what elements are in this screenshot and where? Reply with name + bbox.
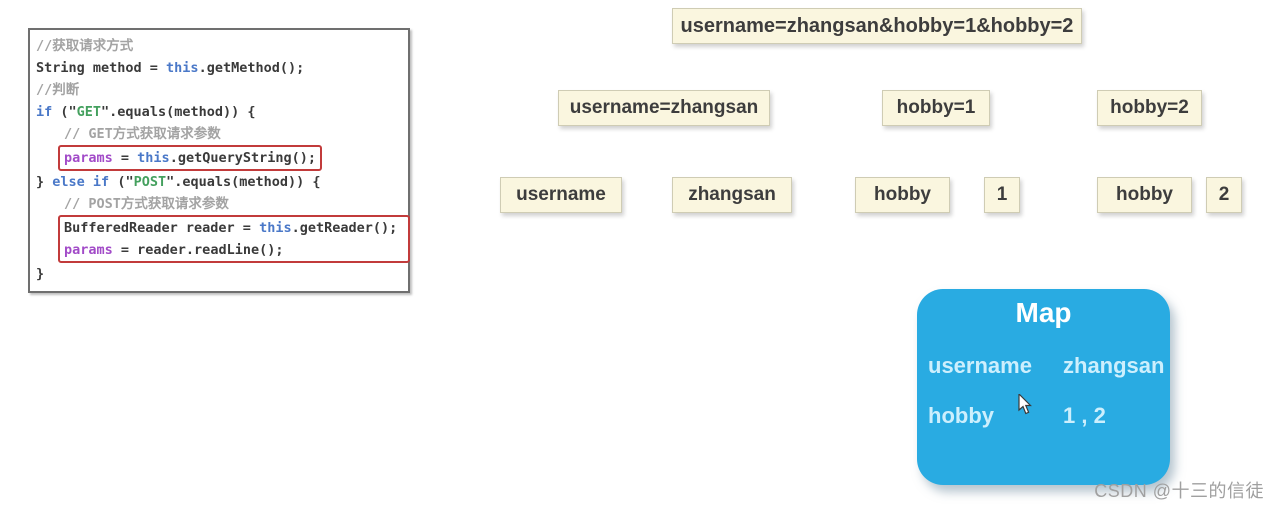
- pair-text: hobby=2: [1110, 97, 1189, 118]
- code-token: POST: [133, 174, 167, 190]
- pair-text: hobby=1: [896, 97, 976, 118]
- code-line-group: //获取请求方式 String method = this.getMethod()…: [36, 35, 402, 145]
- code-token: BufferedReader reader =: [64, 220, 260, 236]
- code-line-group: } else if ("POST".equals(method)) { // PO…: [36, 171, 402, 215]
- code-highlight-box: BufferedReader reader = this.getReader()…: [58, 215, 410, 263]
- map-entry-key: hobby: [928, 403, 994, 428]
- query-string-box: username=zhangsan&hobby=1&hobby=2: [672, 8, 1082, 44]
- code-token: this: [166, 60, 199, 76]
- code-token: ".equals(method)) {: [101, 104, 256, 120]
- code-line: if ("GET".equals(method)) {: [36, 101, 402, 123]
- code-token: = reader.readLine();: [112, 242, 284, 258]
- map-title: Map: [1015, 297, 1072, 328]
- code-token: if: [92, 174, 110, 190]
- code-token: this: [259, 220, 292, 236]
- map-entry-row: hobby 1 , 2: [928, 401, 1159, 431]
- code-token: if: [36, 104, 53, 120]
- code-line: } else if ("POST".equals(method)) {: [36, 171, 402, 193]
- code-token: params: [64, 150, 113, 166]
- code-token: [85, 174, 93, 190]
- pair-text: username=zhangsan: [569, 97, 759, 118]
- code-token: }: [36, 174, 53, 190]
- code-token: // POST方式获取请求参数: [64, 196, 229, 212]
- map-entry-row: username zhangsan: [928, 351, 1164, 381]
- code-line: //获取请求方式: [36, 35, 402, 57]
- code-token: .getReader();: [291, 220, 398, 236]
- pair-box-hobby1: hobby=1: [882, 90, 990, 126]
- code-line: BufferedReader reader = this.getReader()…: [64, 217, 404, 239]
- token-box-zhangsan: zhangsan: [672, 177, 792, 213]
- code-token: this: [137, 150, 170, 166]
- map-entry-value: zhangsan: [1063, 353, 1165, 378]
- code-token: (": [109, 174, 134, 190]
- code-token: //判断: [36, 82, 80, 98]
- token-box-hobby-b: hobby: [1097, 177, 1192, 213]
- token-text: username: [516, 184, 606, 205]
- token-text: zhangsan: [688, 184, 776, 205]
- map-card: Map username zhangsan hobby 1 , 2: [917, 289, 1170, 485]
- code-token: .getQueryString();: [169, 150, 316, 166]
- query-string-text: username=zhangsan&hobby=1&hobby=2: [680, 14, 1074, 37]
- code-token: (": [52, 104, 77, 120]
- token-text: hobby: [1116, 184, 1173, 205]
- code-token: params: [64, 242, 113, 258]
- code-token: GET: [76, 104, 102, 120]
- token-box-value-1: 1: [984, 177, 1020, 213]
- code-line: params = this.getQueryString();: [64, 147, 316, 169]
- code-token: // GET方式获取请求参数: [64, 126, 221, 142]
- pair-box-username: username=zhangsan: [558, 90, 770, 126]
- token-box-username: username: [500, 177, 622, 213]
- pair-box-hobby2: hobby=2: [1097, 90, 1202, 126]
- code-line-group: }: [36, 263, 402, 285]
- code-line: // GET方式获取请求参数: [36, 123, 402, 145]
- code-line: }: [36, 263, 402, 285]
- code-token: //获取请求方式: [36, 38, 134, 54]
- map-entry-key: username: [928, 353, 1032, 378]
- code-token: String method =: [36, 60, 167, 76]
- code-token: =: [112, 150, 138, 166]
- code-line: //判断: [36, 79, 402, 101]
- map-entry-value: 1 , 2: [1063, 403, 1106, 428]
- code-line: // POST方式获取请求参数: [36, 193, 402, 215]
- code-token: else: [52, 174, 85, 190]
- code-line: String method = this.getMethod();: [36, 57, 402, 79]
- token-text: hobby: [874, 184, 931, 205]
- token-box-hobby-a: hobby: [855, 177, 950, 213]
- token-text: 2: [1218, 184, 1230, 205]
- code-token: ".equals(method)) {: [166, 174, 321, 190]
- arrow-cursor-icon: [1018, 394, 1032, 415]
- token-box-value-2: 2: [1206, 177, 1242, 213]
- code-highlight-box: params = this.getQueryString();: [58, 145, 322, 171]
- code-token: }: [36, 266, 45, 282]
- code-line: params = reader.readLine();: [64, 239, 404, 261]
- code-token: .getMethod();: [198, 60, 305, 76]
- token-text: 1: [996, 184, 1008, 205]
- watermark-text: CSDN @十三的信徒: [1094, 481, 1264, 501]
